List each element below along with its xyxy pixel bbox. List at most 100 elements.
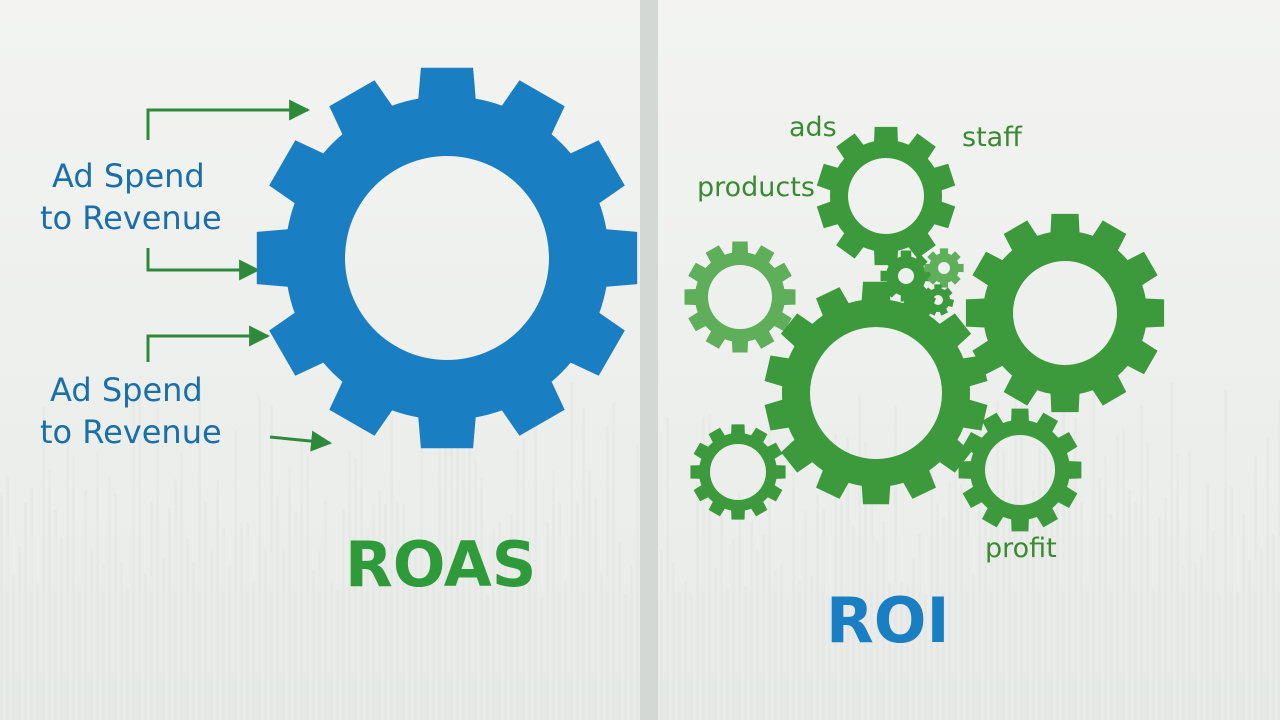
texture-bar — [1236, 592, 1239, 720]
texture-bar — [468, 435, 471, 720]
texture-bar — [504, 552, 507, 720]
texture-bar — [516, 449, 519, 720]
texture-bar — [1176, 455, 1179, 720]
texture-bar — [1242, 514, 1245, 720]
texture-bar — [336, 589, 339, 720]
gear-icon — [816, 126, 956, 266]
texture-bar — [786, 599, 789, 720]
texture-bar — [708, 414, 711, 720]
texture-bar — [474, 459, 477, 720]
texture-bar — [294, 511, 297, 720]
texture-bar — [108, 476, 111, 720]
ad-spend-label-bottom-line1: Ad Spend — [50, 371, 203, 409]
texture-bar — [816, 494, 819, 720]
texture-bar — [276, 496, 279, 720]
texture-bar — [996, 400, 999, 720]
texture-bar — [36, 582, 39, 720]
texture-bar — [1002, 450, 1005, 720]
texture-bar — [408, 541, 411, 720]
texture-bar — [804, 511, 807, 720]
texture-bar — [72, 455, 75, 720]
texture-bar — [486, 594, 489, 720]
texture-bar — [372, 503, 375, 720]
texture-bar — [300, 433, 303, 720]
texture-bar — [1206, 483, 1209, 720]
texture-bar — [864, 442, 867, 720]
gear-icon — [924, 248, 964, 288]
texture-bar — [150, 502, 153, 720]
texture-bar — [60, 537, 63, 720]
texture-bar — [102, 565, 105, 720]
texture-bar — [6, 476, 9, 720]
texture-bar — [1248, 559, 1251, 720]
texture-bar — [234, 429, 237, 720]
texture-bar — [912, 559, 915, 720]
texture-bar — [696, 481, 699, 720]
texture-bar — [216, 479, 219, 720]
texture-bar — [768, 426, 771, 720]
texture-bar — [852, 525, 855, 720]
texture-bar — [1146, 441, 1149, 720]
arrow-right-icon — [146, 248, 261, 281]
texture-bar — [1254, 455, 1257, 720]
texture-bar — [894, 406, 897, 720]
to-revenue-label-top-line2: to Revenue — [40, 199, 222, 237]
texture-bar — [510, 513, 513, 720]
texture-bar — [1044, 426, 1047, 720]
gear-icon — [880, 250, 932, 302]
texture-bar — [744, 585, 747, 720]
texture-bar — [168, 507, 171, 720]
texture-bar — [414, 547, 417, 720]
texture-bar — [564, 580, 567, 720]
texture-bar — [96, 452, 99, 720]
staff-label: staff — [962, 122, 1022, 153]
texture-bar — [558, 502, 561, 720]
texture-bar — [324, 500, 327, 720]
texture-bar — [396, 500, 399, 720]
gear-group — [256, 67, 1165, 532]
texture-bar — [1008, 499, 1011, 720]
texture-bar — [738, 492, 741, 720]
texture-bar — [378, 490, 381, 720]
texture-bar — [1272, 532, 1275, 720]
roas-title: ROAS — [345, 528, 537, 601]
texture-bar — [420, 436, 423, 720]
texture-bar — [12, 574, 15, 720]
texture-bar — [0, 492, 3, 720]
texture-bar — [684, 582, 687, 720]
texture-bar — [252, 582, 255, 720]
texture-bar — [144, 573, 147, 720]
texture-bar — [882, 520, 885, 720]
texture-bar — [54, 509, 57, 720]
texture-bar — [480, 478, 483, 720]
texture-bar — [48, 470, 51, 720]
texture-bar — [888, 583, 891, 720]
products-label: products — [697, 172, 815, 203]
texture-bar — [570, 382, 573, 720]
texture-bar — [636, 444, 639, 720]
texture-bar — [42, 406, 45, 720]
texture-bar — [552, 471, 555, 720]
texture-bar — [906, 584, 909, 720]
texture-bar — [240, 522, 243, 720]
texture-bar — [630, 566, 633, 720]
texture-bar — [936, 503, 939, 720]
texture-bar — [780, 563, 783, 720]
texture-bar — [858, 395, 861, 720]
texture-bar — [966, 507, 969, 720]
texture-bar — [1152, 588, 1155, 720]
texture-bar — [1020, 405, 1023, 720]
texture-bar — [1230, 486, 1233, 720]
texture-bar — [948, 481, 951, 720]
texture-bar — [942, 517, 945, 720]
texture-bar — [726, 588, 729, 720]
texture-bar — [714, 567, 717, 720]
texture-bar — [990, 490, 993, 720]
texture-bar — [1032, 490, 1035, 720]
gear-icon — [690, 424, 786, 520]
texture-bar — [210, 548, 213, 720]
texture-bar — [204, 501, 207, 720]
texture-bar — [810, 576, 813, 720]
texture-bar — [1200, 555, 1203, 720]
texture-bar — [492, 528, 495, 720]
